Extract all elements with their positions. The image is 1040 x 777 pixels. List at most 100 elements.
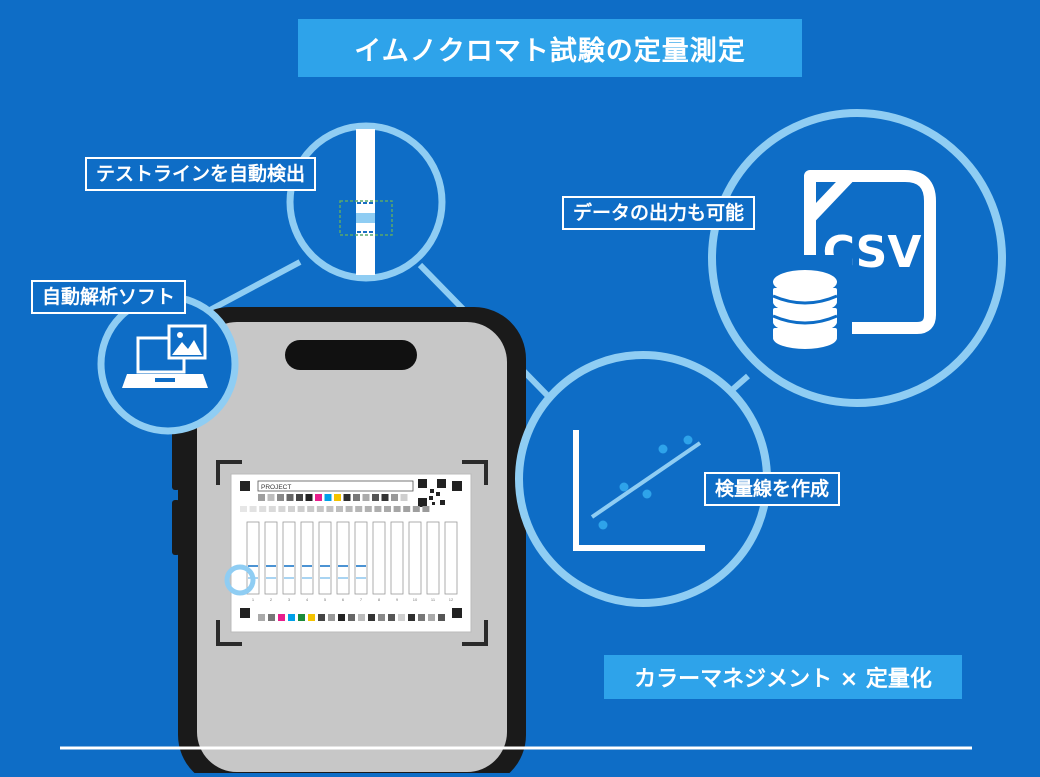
- grey-swatch: [316, 506, 324, 512]
- color-swatch: [343, 494, 351, 501]
- color-swatch: [278, 614, 285, 621]
- scan-frame: [216, 460, 488, 646]
- label-color-management: カラーマネジメント × 定量化: [604, 655, 962, 699]
- grey-swatch: [326, 506, 334, 512]
- grey-swatch: [268, 506, 276, 512]
- color-swatch: [286, 494, 294, 501]
- color-swatch: [362, 494, 370, 501]
- grey-swatch: [249, 506, 257, 512]
- test-strip-icon: [339, 129, 393, 275]
- label-software: 自動解析ソフト: [31, 280, 187, 314]
- grey-swatch: [374, 506, 382, 512]
- grey-swatch: [345, 506, 353, 512]
- test-strip: [390, 521, 404, 595]
- test-strip: [300, 521, 314, 595]
- test-strips: [246, 521, 458, 595]
- grey-swatch: [297, 506, 305, 512]
- strip-number: 7: [360, 597, 363, 602]
- color-swatch: [258, 614, 265, 621]
- color-swatches-top: [258, 494, 408, 501]
- software-monitor-icon: [122, 324, 208, 388]
- test-strip: [318, 521, 332, 595]
- grey-swatch: [355, 506, 363, 512]
- color-swatch: [348, 614, 355, 621]
- color-swatch: [296, 494, 303, 501]
- color-swatch: [324, 494, 332, 501]
- grey-swatch: [259, 506, 267, 512]
- color-swatch: [428, 614, 435, 621]
- scatter-chart-icon: [573, 430, 705, 551]
- color-swatch: [378, 614, 385, 621]
- grey-swatch: [393, 506, 401, 512]
- test-strip: [408, 521, 422, 595]
- grey-swatch: [364, 506, 372, 512]
- strip-number: 8: [378, 597, 381, 602]
- color-swatch: [372, 494, 379, 501]
- color-swatch: [315, 494, 322, 501]
- qr-code-icon: [418, 479, 446, 507]
- strip-number: 3: [288, 597, 291, 602]
- grey-swatch: [336, 506, 343, 512]
- strip-number: 12: [449, 597, 454, 602]
- color-swatch: [353, 494, 360, 501]
- color-swatch: [298, 614, 305, 621]
- test-strip: [444, 521, 458, 595]
- color-swatch: [277, 494, 284, 501]
- grey-swatch: [422, 506, 430, 512]
- color-swatch: [388, 614, 395, 621]
- color-swatch: [408, 614, 415, 621]
- color-swatch: [358, 614, 365, 621]
- strip-number: 4: [306, 597, 309, 602]
- color-swatch: [318, 614, 325, 621]
- grey-swatches-top: [240, 506, 430, 512]
- strip-number: 10: [413, 597, 418, 602]
- color-swatch: [338, 614, 345, 621]
- test-strip: [264, 521, 278, 595]
- test-strip: [354, 521, 368, 595]
- database-icon: [772, 255, 852, 360]
- color-swatch: [308, 614, 315, 621]
- phone-notch: [285, 340, 417, 370]
- test-strip: [282, 521, 296, 595]
- software-zoom: [97, 293, 239, 435]
- strip-number: 5: [324, 597, 327, 602]
- grey-swatch: [307, 506, 315, 512]
- color-swatches-bottom: [258, 614, 445, 621]
- grey-swatch: [288, 506, 295, 512]
- color-swatch: [418, 614, 425, 621]
- strip-number: 9: [396, 597, 399, 602]
- strip-highlight: [224, 564, 256, 596]
- label-data-output: データの出力も可能: [562, 196, 756, 230]
- color-swatch: [258, 494, 265, 501]
- color-swatch: [267, 494, 275, 501]
- color-swatch: [438, 614, 445, 621]
- grey-swatch: [403, 506, 411, 512]
- test-strip: [426, 521, 440, 595]
- strip-number: 11: [431, 597, 436, 602]
- color-swatch: [328, 614, 335, 621]
- grey-swatch: [384, 506, 391, 512]
- strip-number: 2: [270, 597, 273, 602]
- project-label: PROJECT: [261, 484, 291, 491]
- color-swatch: [305, 494, 313, 501]
- color-swatch: [368, 614, 375, 621]
- strip-number: 1: [252, 597, 255, 602]
- grey-swatch: [240, 506, 247, 512]
- color-swatch: [398, 614, 405, 621]
- grey-swatch: [278, 506, 286, 512]
- color-swatch: [400, 494, 408, 501]
- color-swatch: [381, 494, 389, 501]
- label-calibration: 検量線を作成: [704, 472, 841, 506]
- label-testline: テストラインを自動検出: [85, 157, 317, 191]
- csv-zoom: CSV: [708, 109, 1006, 407]
- grey-swatch: [412, 506, 420, 512]
- test-strip-zoom: [286, 122, 446, 282]
- page-title: イムノクロマト試験の定量測定: [298, 19, 802, 77]
- test-strip: [336, 521, 350, 595]
- test-strip: [372, 521, 386, 595]
- color-swatch: [334, 494, 341, 501]
